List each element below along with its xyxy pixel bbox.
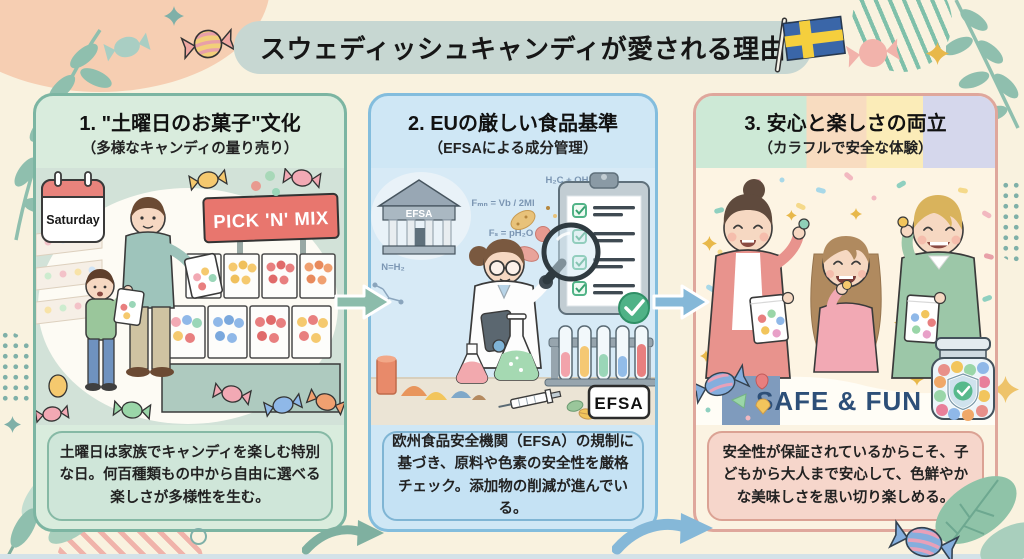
svg-text:Fₘₙ = Vb / 2Ml: Fₘₙ = Vb / 2Ml [471, 198, 534, 209]
scattered-candies [36, 168, 344, 424]
panel1-title: 1. "土曜日のお菓子"文化 [79, 112, 301, 135]
panel1-header: 1. "土曜日のお菓子"文化 （多様なキャンディの量り売り） [36, 96, 344, 168]
panel-safe-and-fun: 3. 安心と楽しさの両立 （カラフルで安全な体験） [693, 93, 998, 532]
arrow-right-icon-1 [334, 284, 392, 320]
svg-text:N=H₂: N=H₂ [381, 262, 405, 273]
panel2-illustration: EFSA Fₘₙ = Vb / 2Ml H₂C + OH Fₛ = pH₂O N… [371, 168, 655, 425]
panel2-subtitle: （EFSAによる成分管理） [428, 140, 598, 157]
efsa-label-box: EFSA [587, 384, 651, 420]
panel2-footer: 欧州食品安全機関（EFSA）の規制に基づき、原料や色素の安全性を厳格チェック。添… [371, 425, 655, 526]
shield-check-icon [946, 372, 980, 412]
svg-text:PICK 'N' MIX: PICK 'N' MIX [213, 207, 329, 232]
panel2-body-box: 欧州食品安全機関（EFSA）の規制に基づき、原料や色素の安全性を厳格チェック。添… [382, 430, 644, 521]
svg-text:H₂C + OH: H₂C + OH [545, 175, 588, 186]
svg-text:EFSA: EFSA [594, 394, 643, 413]
svg-text:EFSA: EFSA [406, 209, 433, 220]
candy-silhouette-icon [103, 32, 151, 62]
panel2-body-text: 欧州食品安全機関（EFSA）の規制に基づき、原料や色素の安全性を厳格チェック。添… [392, 433, 634, 517]
candy-bag [183, 252, 224, 299]
sweden-flag-icon [774, 15, 846, 73]
panel2-header: 2. EUの厳しい食品基準 （EFSAによる成分管理） [371, 96, 655, 168]
father-figure [121, 197, 224, 377]
candy-bins [161, 253, 341, 413]
powder-piles [401, 386, 486, 400]
loose-candies [696, 363, 771, 421]
panel3-illustration: SAFE & FUN [696, 168, 995, 425]
candy-bag [903, 294, 941, 344]
panel3-body-text: 安全性が保証されているからこそ、子どもから大人まで安心して、色鮮やかな美味しさを… [722, 444, 969, 506]
son-figure [85, 269, 145, 391]
panel3-body-box: 安全性が保証されているからこそ、子どもから大人まで安心して、色鮮やかな美味しさを… [707, 430, 984, 521]
panel1-body-box: 土曜日は家族でキャンディを楽しむ特別な日。何百種類もの中から自由に選べる楽しさが… [47, 430, 333, 521]
sample-cylinder-icon [376, 355, 397, 395]
panel1-illustration: Saturday PICK 'N' MIX [36, 168, 344, 425]
syringe-icon [498, 388, 562, 409]
panel1-subtitle: （多様なキャンディの量り売り） [81, 140, 299, 157]
page-title-text: スウェディッシュキャンディが愛される理由 [259, 34, 787, 64]
sparkle-icon [4, 416, 21, 433]
daughter-figure [810, 236, 882, 373]
test-tube-rack-icon [544, 325, 655, 387]
saturday-calendar-icon: Saturday [41, 171, 105, 243]
magnifier-icon [541, 222, 601, 285]
small-flask-icon [455, 343, 489, 384]
father-figure [891, 195, 985, 379]
confetti [706, 172, 994, 302]
panel3-footer: 安全性が保証されているからこそ、子どもから大人まで安心して、色鮮やかな美味しさを… [696, 425, 995, 526]
panel1-footer: 土曜日は家族でキャンディを楽しむ特別な日。何百種類もの中から自由に選べる楽しさが… [36, 425, 344, 526]
svg-text:Saturday: Saturday [46, 213, 100, 227]
sparkle-icon [926, 42, 949, 65]
striped-candy-icon [180, 27, 236, 61]
arrow-right-icon-2 [652, 284, 710, 320]
checklist-clipboard-icon [558, 172, 650, 324]
pink-candy-icon [845, 38, 901, 68]
mother-figure [705, 179, 810, 425]
svg-text:Fₛ = pH₂O: Fₛ = pH₂O [489, 228, 534, 239]
panel1-body-text: 土曜日は家族でキャンディを楽しむ特別な日。何百種類もの中から自由に選べる楽しさが… [59, 444, 321, 506]
leaf-branch-bottom-right-icon [935, 476, 1024, 559]
blue-candy-icon [887, 519, 961, 559]
panel-saturday-candy-culture: 1. "土曜日のお菓子"文化 （多様なキャンディの量り売り） [33, 93, 347, 532]
chemistry-formulas: Fₘₙ = Vb / 2Ml H₂C + OH Fₛ = pH₂O N=H₂ [381, 175, 588, 273]
panel-eu-food-standards: 2. EUの厳しい食品基準 （EFSAによる成分管理） EFSA [368, 93, 658, 532]
page-title: スウェディッシュキャンディが愛される理由 [233, 21, 813, 74]
candy-bag [749, 293, 789, 345]
candy-bag [113, 287, 145, 327]
sparkle-icon [164, 6, 184, 26]
candy-jar-icon [931, 337, 995, 421]
swoosh-arrow-blue-icon [612, 513, 713, 555]
erlenmeyer-flask-icon [493, 313, 540, 381]
approved-check-icon [618, 292, 650, 324]
safe-and-fun-caption: SAFE & FUN [756, 386, 922, 416]
pick-n-mix-sign: PICK 'N' MIX [202, 192, 340, 264]
panel3-title: 3. 安心と楽しさの両立 [744, 112, 947, 135]
bottom-edge-strip [0, 554, 1024, 559]
sparkle-icon [992, 376, 1019, 403]
panel3-subtitle: （カラフルで安全な体験） [758, 140, 933, 157]
efsa-building-icon: EFSA [371, 172, 471, 260]
circle-outline-decoration [190, 528, 207, 545]
dot-pattern-left [0, 330, 36, 404]
swoosh-arrow-teal-icon [302, 520, 384, 555]
panel2-title: 2. EUの厳しい食品基準 [407, 112, 619, 135]
panel3-header: 3. 安心と楽しさの両立 （カラフルで安全な体験） [696, 96, 995, 168]
